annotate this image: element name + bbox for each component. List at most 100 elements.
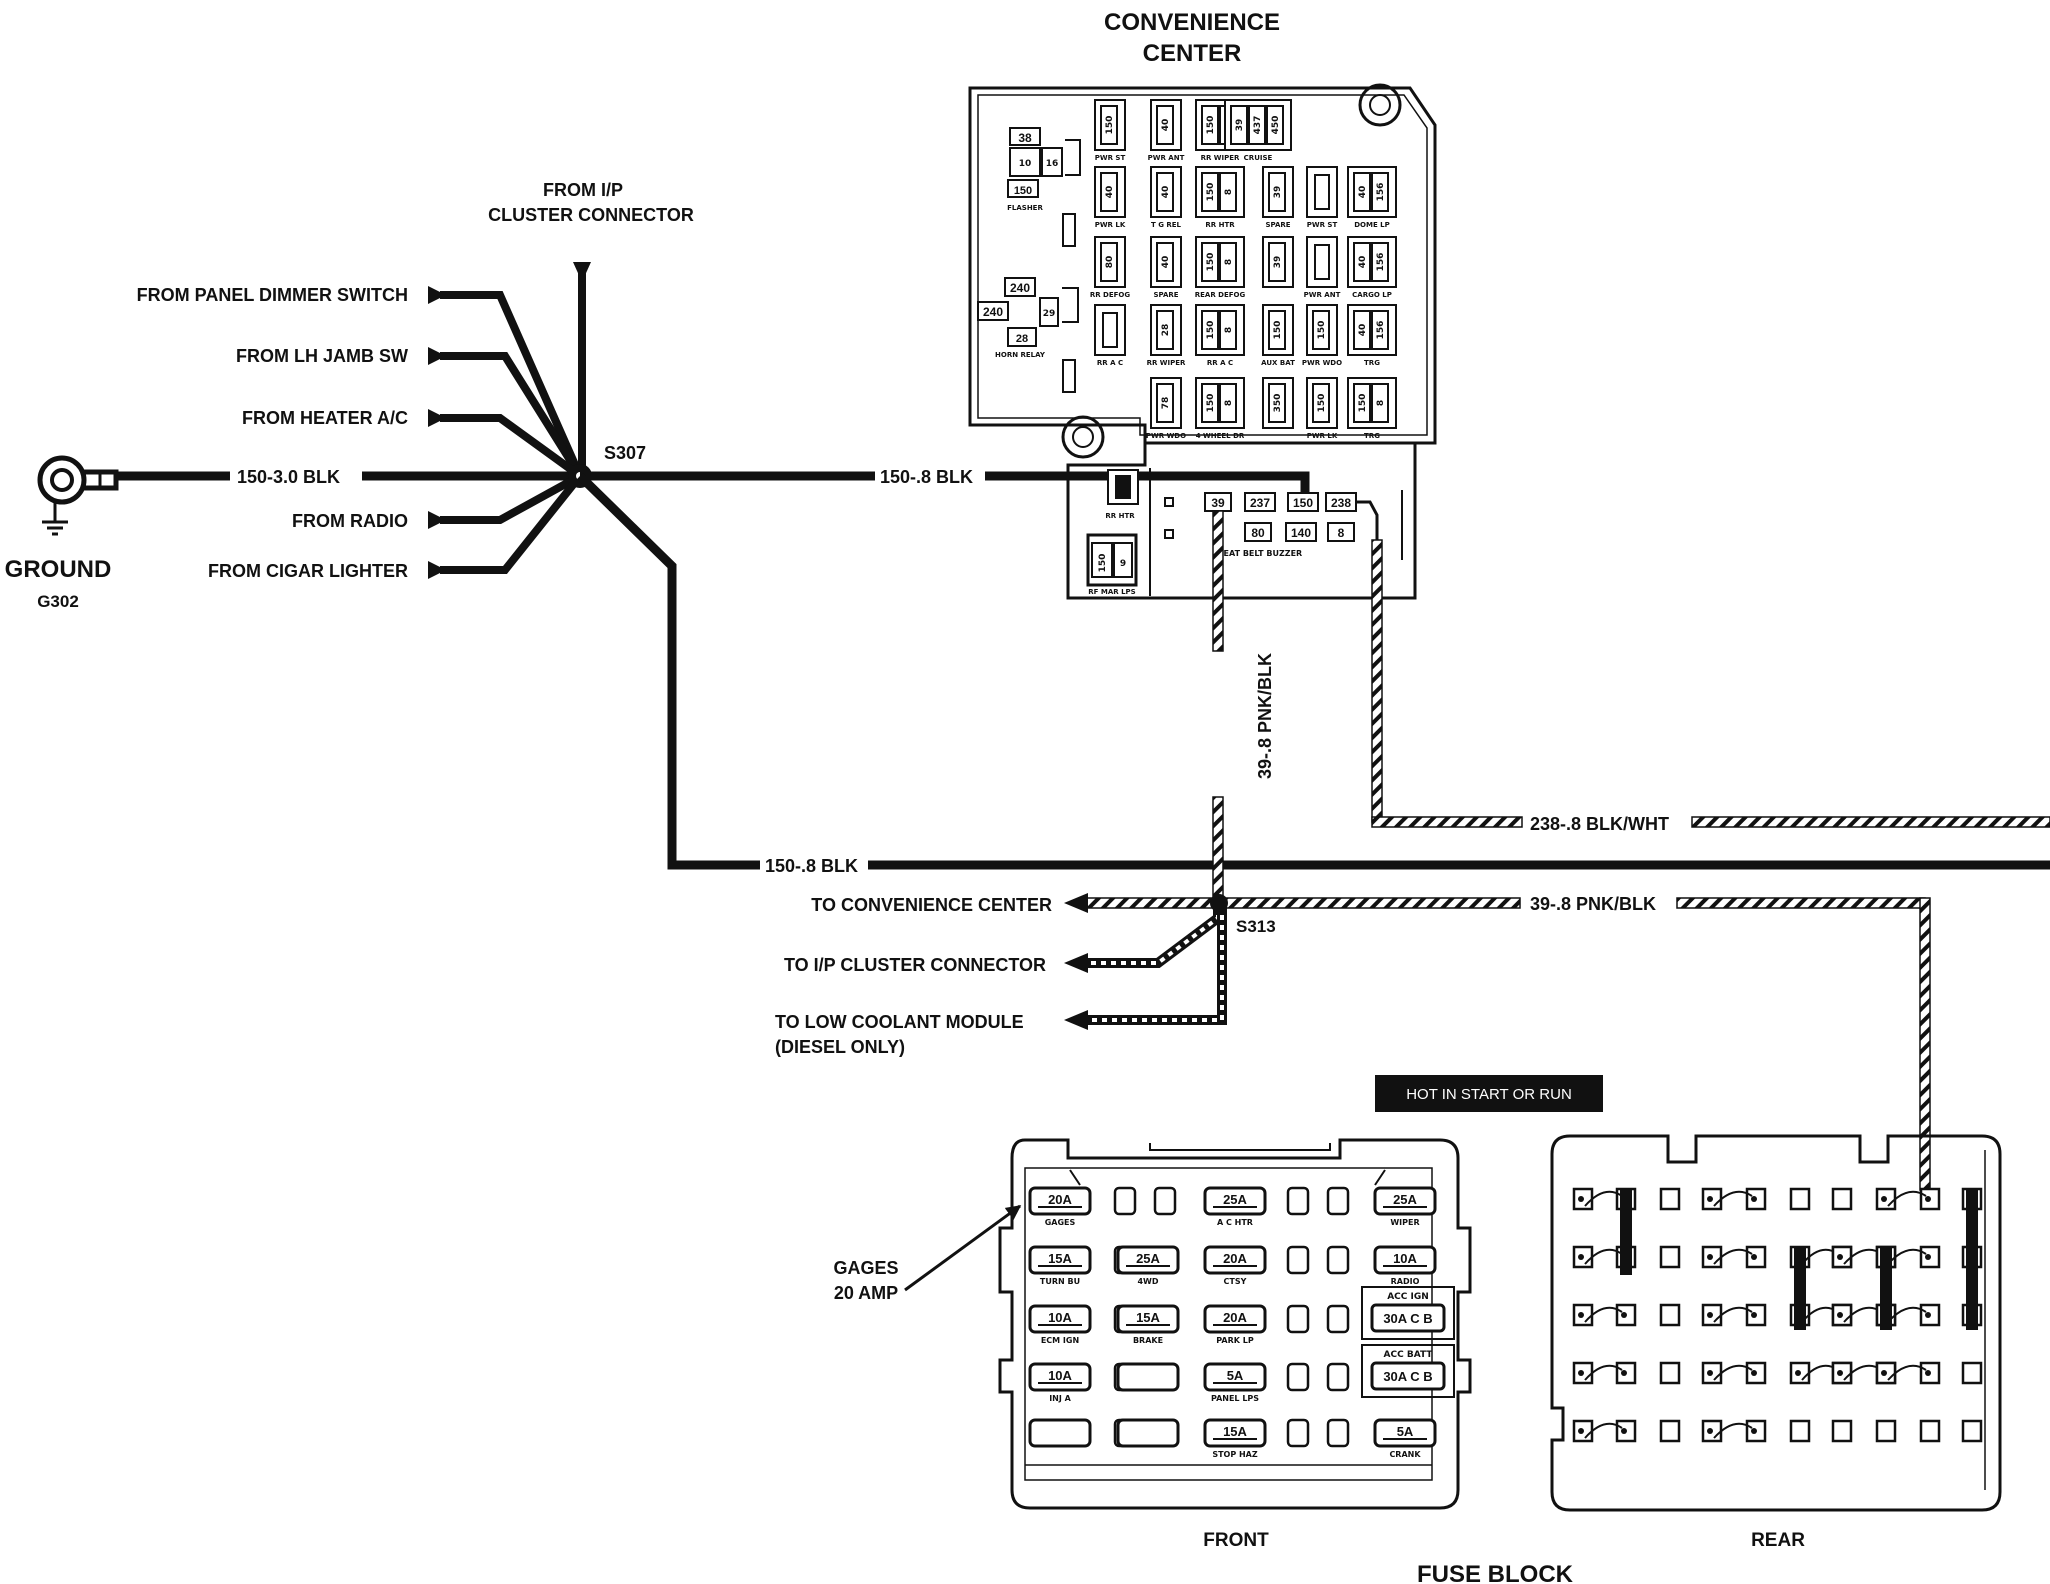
wire-label-blk-wht: 238-.8 BLK/WHT <box>1530 814 1669 834</box>
fuse-value: 15A <box>1048 1251 1072 1266</box>
rear-terminal-socket <box>1961 1419 1983 1443</box>
fuse-label: INJ A <box>1049 1394 1071 1403</box>
conv-relay-18-num-1: 28 <box>1161 324 1171 337</box>
flasher-num-10: 10 <box>1019 159 1032 169</box>
wire-label-ground: 150-3.0 BLK <box>237 467 340 487</box>
conv-relay-4-label: CRUISE <box>1244 154 1273 162</box>
fuse-socket <box>1326 1362 1350 1392</box>
conv-relay-11-label: RR DEFOG <box>1090 291 1131 299</box>
breaker-value: 30A C B <box>1383 1369 1432 1384</box>
fuse-socket <box>1286 1362 1310 1392</box>
svg-text:150: 150 <box>1098 554 1108 573</box>
wire-label-main-ground: 150-.8 BLK <box>765 856 858 876</box>
rear-bus-bar <box>1966 1188 1978 1330</box>
conv-relay-15: PWR ANT <box>1304 236 1341 299</box>
output-arrow-heads <box>1064 893 1088 1030</box>
fuse-value: 10A <box>1048 1368 1072 1383</box>
from-heater-ac: FROM HEATER A/C <box>242 408 408 428</box>
conv-relay-20-num-1: 150 <box>1273 321 1283 340</box>
fuse-inj-a[interactable]: 10A INJ A <box>1028 1362 1092 1403</box>
fuse-a-c-htr[interactable]: 25A A C HTR <box>1203 1186 1267 1227</box>
rear-terminal-pair <box>1701 1187 1767 1211</box>
conv-relay-4-num-2: 437 <box>1253 116 1263 135</box>
fuse-socket <box>1153 1186 1177 1216</box>
pin-80: 80 <box>1251 526 1265 540</box>
rear-terminal-socket <box>1659 1361 1681 1385</box>
from-lh-jamb: FROM LH JAMB SW <box>236 346 408 366</box>
diesel-only: (DIESEL ONLY) <box>775 1037 905 1057</box>
conv-relay-17-label: RR A C <box>1097 359 1123 367</box>
wire-label-pnk-horizontal: 39-.8 PNK/BLK <box>1530 894 1656 914</box>
fuse-socket <box>1326 1418 1350 1448</box>
conv-relay-21-num-1: 150 <box>1317 321 1327 340</box>
conv-relay-4-num-1: 39 <box>1235 119 1245 132</box>
conv-relay-13-num-2: 8 <box>1224 259 1234 265</box>
fuse-label: PARK LP <box>1216 1336 1254 1345</box>
fuse-label: A C HTR <box>1217 1218 1253 1227</box>
splice-s307-label: S307 <box>604 443 646 463</box>
rear-bus-bar <box>1620 1188 1632 1275</box>
rear-bus-bar <box>1880 1246 1892 1330</box>
conv-relay-13-num-1: 150 <box>1206 253 1216 272</box>
fuse-value: 15A <box>1136 1310 1160 1325</box>
conv-relay-7-num-2: 8 <box>1224 189 1234 195</box>
rear-terminal-pair <box>1572 1303 1637 1327</box>
convenience-center-housing <box>968 83 1437 600</box>
conv-relay-24-num-1: 150 <box>1206 394 1216 413</box>
conv-relay-14: 39 <box>1262 236 1294 288</box>
fuse-label: ECM IGN <box>1041 1336 1079 1345</box>
conv-relay-7-label: RR HTR <box>1205 221 1235 229</box>
horn-num-29: 29 <box>1043 309 1056 319</box>
striped-wires <box>1081 500 2050 1191</box>
fuse-label: WIPER <box>1390 1218 1419 1227</box>
pin-238: 238 <box>1331 496 1351 510</box>
wire-label-to-conv: 150-.8 BLK <box>880 467 973 487</box>
rear-terminal-pair <box>1572 1419 1637 1443</box>
conv-relay-25: 350 <box>1262 377 1294 429</box>
ground-label: GROUND <box>5 556 112 583</box>
fuse-socket <box>1326 1245 1350 1275</box>
conv-relay-4-num-3: 450 <box>1271 116 1281 135</box>
rf-mar-relay: 150 9 RF MAR LPS <box>1086 533 1138 596</box>
hot-label: HOT IN START OR RUN <box>1406 1086 1572 1103</box>
conv-relay-8-num-1: 39 <box>1273 186 1283 199</box>
fuse-block-rear-label: REAR <box>1751 1530 1805 1551</box>
fuse-slot-empty <box>1116 1362 1180 1392</box>
gages-callout-1: GAGES <box>833 1258 898 1278</box>
fuse-label: CRANK <box>1389 1450 1421 1459</box>
splice-s313-label: S313 <box>1236 917 1276 936</box>
fuse-value: 25A <box>1223 1192 1247 1207</box>
conv-relay-5-num-1: 40 <box>1105 186 1115 199</box>
horn-num-28: 28 <box>1016 333 1028 345</box>
conv-relay-27-num-2: 8 <box>1376 400 1386 406</box>
rear-terminal-pair <box>1701 1419 1767 1443</box>
conv-relay-22-num-2: 156 <box>1376 321 1386 340</box>
gages-callout-leader <box>904 1204 1022 1292</box>
conv-relay-6: 40T G REL <box>1150 166 1182 229</box>
horn-num-240b: 240 <box>983 305 1003 319</box>
fuse-socket <box>1286 1245 1310 1275</box>
conv-relay-6-num-1: 40 <box>1161 186 1171 199</box>
